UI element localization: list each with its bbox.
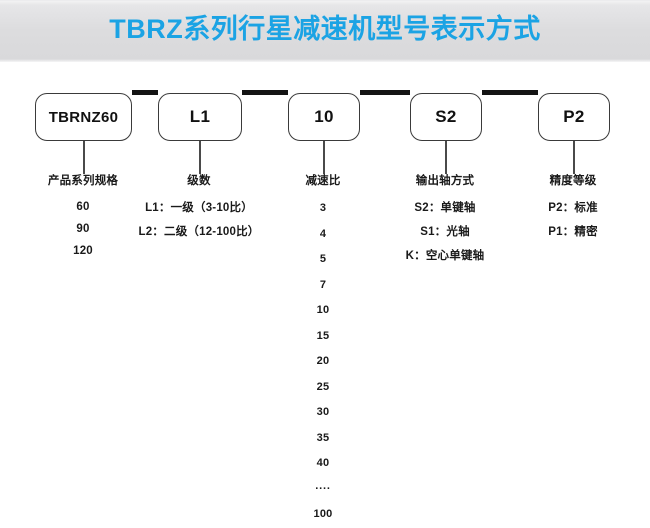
column-ratio-item: 35 <box>316 431 330 444</box>
column-ratio-item: 15 <box>316 329 330 342</box>
connector-ratio-shaft <box>360 90 410 95</box>
node-ratio-label: 10 <box>314 107 334 126</box>
column-precision-item: P2：标准 <box>548 202 598 214</box>
column-series-head: 产品系列规格 <box>47 175 119 187</box>
column-precision: 精度等级 P2：标准 P1：精密 <box>513 174 633 244</box>
column-ratio-item: 10 <box>316 304 330 316</box>
column-ratio-item: 4 <box>319 227 327 240</box>
page-title: TBRZ系列行星减速机型号表示方式 <box>109 14 541 44</box>
connector-series-stage <box>132 90 158 95</box>
column-ratio-item: 25 <box>316 380 330 393</box>
column-ratio-item: 5 <box>319 253 327 265</box>
node-shaft-label: S2 <box>435 107 457 126</box>
column-shaft-item: S1：光轴 <box>420 226 470 238</box>
column-shaft: 输出轴方式 S2：单键轴 S1：光轴 K：空心单键轴 <box>375 174 515 268</box>
node-series-label: TBRNZ60 <box>48 108 119 126</box>
column-precision-head: 精度等级 <box>549 175 597 187</box>
column-stage-item: L2：二级（12-100比） <box>138 226 260 238</box>
column-ratio: 减速比 3 4 5 7 10 15 20 25 30 35 40 ···· 10… <box>283 174 363 528</box>
column-ratio-head: 减速比 <box>305 175 341 187</box>
column-ratio-item: 20 <box>316 355 330 367</box>
stem-shaft <box>445 141 447 174</box>
column-ratio-item: 40 <box>316 457 330 469</box>
node-series[interactable]: TBRNZ60 <box>35 93 132 141</box>
model-code-diagram: TBRNZ60 L1 10 S2 P2 产品系列规格 60 90 120 级数 … <box>0 62 650 520</box>
column-series-item: 90 <box>76 223 90 235</box>
stem-precision <box>573 141 575 174</box>
column-ratio-item: ···· <box>315 482 331 495</box>
node-ratio[interactable]: 10 <box>288 93 360 141</box>
header-band: TBRZ系列行星减速机型号表示方式 <box>0 0 650 62</box>
column-series-item: 120 <box>73 245 93 257</box>
stem-ratio <box>323 141 325 174</box>
connector-stage-ratio <box>242 90 288 95</box>
column-series-item: 60 <box>76 201 90 213</box>
column-shaft-item: K：空心单键轴 <box>405 250 485 262</box>
column-shaft-head: 输出轴方式 <box>415 175 475 187</box>
column-stage: 级数 L1：一级（3-10比） L2：二级（12-100比） <box>109 174 289 244</box>
node-precision-label: P2 <box>563 107 585 126</box>
node-stage[interactable]: L1 <box>158 93 242 141</box>
stem-stage <box>199 141 201 174</box>
column-series: 产品系列规格 60 90 120 <box>13 174 153 262</box>
column-ratio-item: 30 <box>316 406 330 418</box>
column-stage-item: L1：一级（3-10比） <box>145 202 253 214</box>
stem-series <box>83 141 85 174</box>
node-stage-label: L1 <box>189 107 211 126</box>
column-ratio-item: 7 <box>319 278 327 291</box>
column-ratio-item: 100 <box>313 508 333 520</box>
node-precision[interactable]: P2 <box>538 93 610 141</box>
column-shaft-item: S2：单键轴 <box>414 202 476 214</box>
column-precision-item: P1：精密 <box>548 226 598 238</box>
column-ratio-item: 3 <box>319 202 327 214</box>
connector-shaft-precision <box>482 90 538 95</box>
column-stage-head: 级数 <box>187 175 211 187</box>
node-shaft[interactable]: S2 <box>410 93 482 141</box>
